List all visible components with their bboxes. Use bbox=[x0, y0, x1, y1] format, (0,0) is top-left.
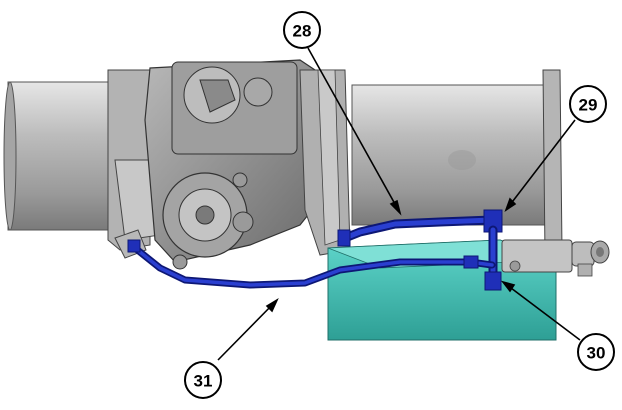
tube-28 bbox=[337, 215, 497, 247]
callout-31: 31 bbox=[184, 361, 222, 399]
callout-28-label: 28 bbox=[293, 22, 312, 41]
callout-30: 30 bbox=[577, 333, 615, 371]
callout-30-label: 30 bbox=[587, 344, 606, 363]
leader-31 bbox=[217, 299, 278, 361]
arrowhead-28 bbox=[389, 199, 402, 216]
middle-bracket bbox=[299, 69, 351, 256]
tube-31 bbox=[127, 239, 496, 289]
arrowhead-29 bbox=[504, 197, 517, 213]
actuator-housing bbox=[144, 59, 321, 270]
callout-31-label: 31 bbox=[194, 372, 213, 391]
leader-30 bbox=[502, 281, 581, 341]
right-cylinder bbox=[351, 84, 558, 226]
callout-29: 29 bbox=[569, 85, 607, 123]
arrowhead-30 bbox=[500, 280, 516, 293]
callout-28: 28 bbox=[283, 11, 321, 49]
leader-lines bbox=[217, 47, 581, 361]
tee-fitting bbox=[483, 209, 503, 291]
arrowhead-31 bbox=[265, 297, 279, 313]
leader-29 bbox=[505, 119, 576, 211]
callout-29-label: 29 bbox=[579, 96, 598, 115]
leader-28 bbox=[307, 47, 401, 214]
right-fitting bbox=[501, 239, 610, 277]
right-bracket bbox=[542, 69, 563, 256]
